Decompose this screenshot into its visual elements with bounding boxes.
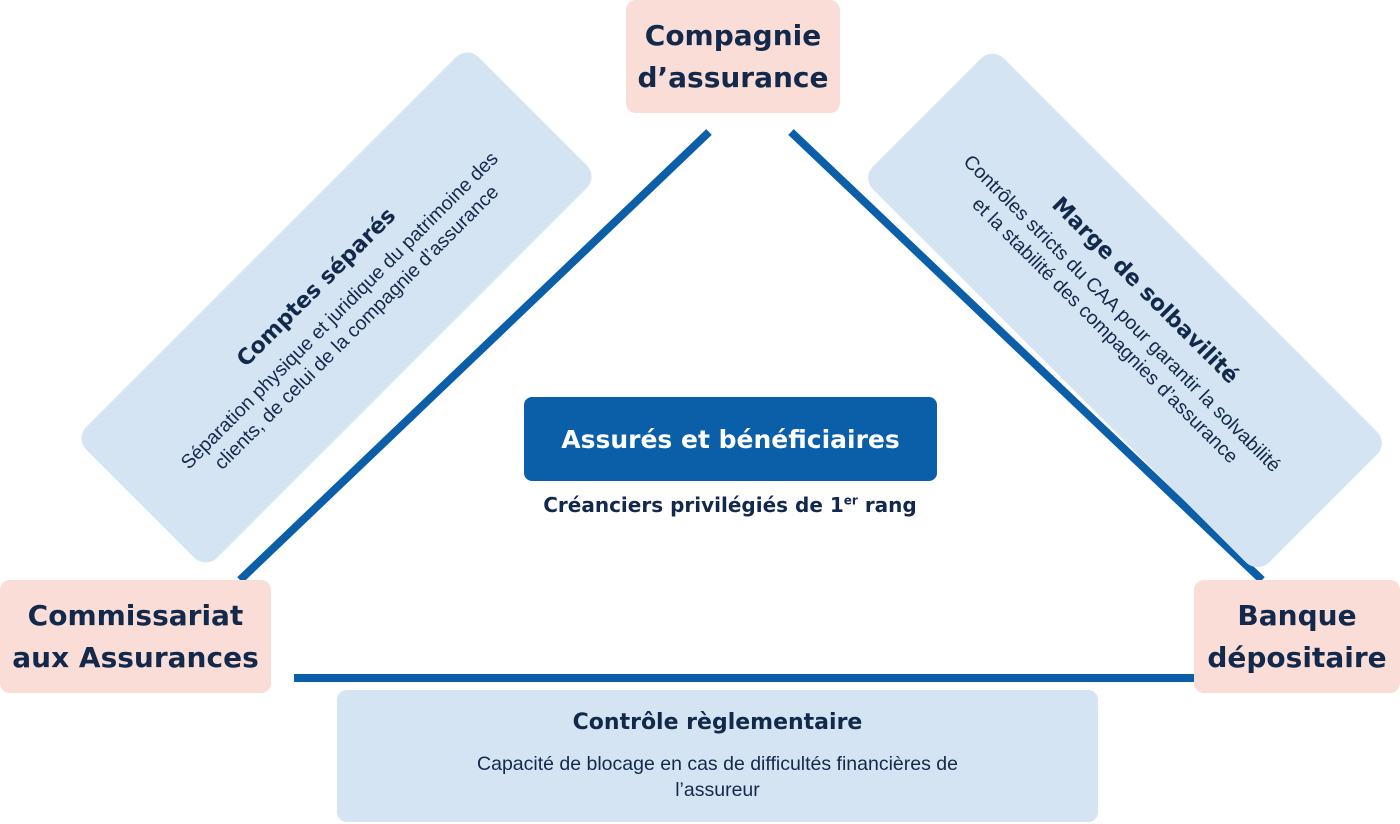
node-top-line2: d’assurance	[637, 60, 829, 94]
panel-bottom-title: Contrôle règlementaire	[572, 709, 863, 735]
center-assures-beneficiaires: Assurés et bénéficiaires	[524, 397, 937, 481]
center-subtitle: Créanciers privilégiés de 1er rang	[470, 493, 990, 517]
center-sub-prefix: Créanciers privilégiés de 1	[543, 493, 844, 517]
node-banque-depositaire: Banque dépositaire	[1194, 580, 1400, 693]
center-sub-sup: er	[843, 493, 858, 508]
node-commissariat-assurances: Commissariat aux Assurances	[0, 580, 271, 693]
node-top-line1: Compagnie	[644, 18, 822, 52]
edge-top-right	[788, 129, 1265, 583]
center-sub-suffix: rang	[857, 493, 917, 517]
node-left-line1: Commissariat	[27, 598, 244, 632]
node-right-line2: dépositaire	[1207, 640, 1387, 674]
node-compagnie-assurance: Compagnie d’assurance	[626, 0, 840, 113]
panel-controle-reglementaire: Contrôle règlementaire Capacité de bloca…	[337, 690, 1098, 822]
node-left-line2: aux Assurances	[12, 640, 259, 674]
node-right-line1: Banque	[1237, 598, 1357, 632]
edge-top-left	[237, 129, 712, 583]
center-label: Assurés et bénéficiaires	[561, 424, 900, 454]
panel-bottom-description: Capacité de blocage en cas de difficulté…	[477, 752, 958, 801]
